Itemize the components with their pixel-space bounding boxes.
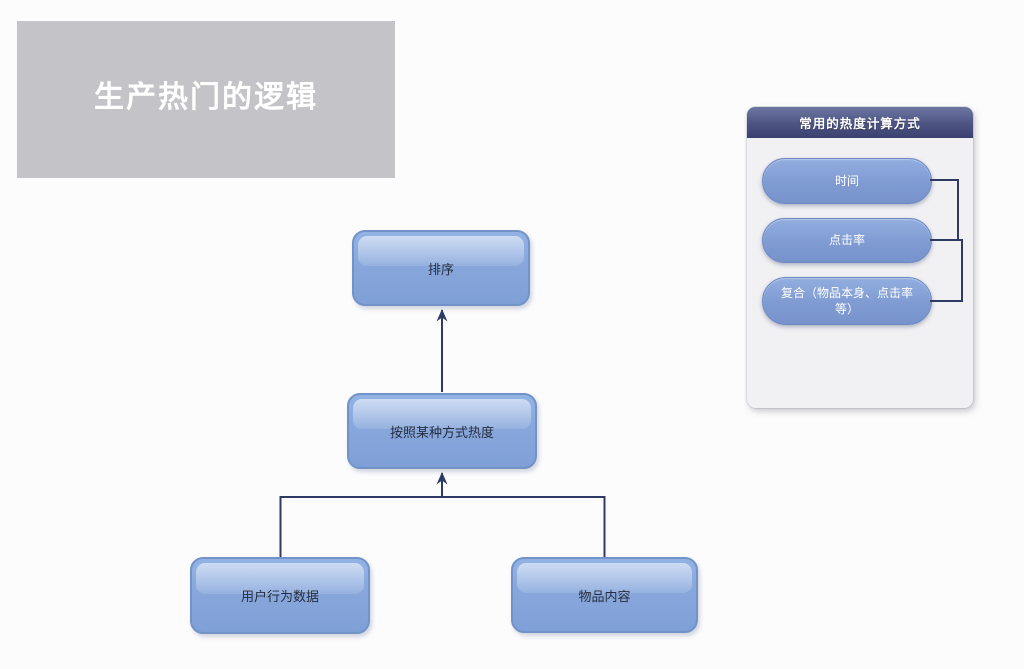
flow-node-user-behavior-data: 用户行为数据 (190, 557, 370, 634)
flow-node-sort: 排序 (352, 230, 530, 306)
panel-item-label: 点击率 (828, 233, 865, 248)
flow-node-item-content: 物品内容 (511, 557, 698, 633)
panel-item-click-rate: 点击率 (762, 218, 932, 263)
panel-item-time: 时间 (762, 158, 932, 204)
flow-node-label: 用户行为数据 (240, 589, 319, 604)
flow-node-label: 排序 (427, 261, 454, 277)
panel-header: 常用的热度计算方式 (747, 107, 973, 138)
flow-node-label: 物品内容 (578, 588, 631, 604)
panel-item-label: 复合（物品本身、点击率等） (780, 285, 913, 316)
flow-node-heat-method: 按照某种方式热度 (347, 393, 537, 469)
panel-item-composite: 复合（物品本身、点击率等） (762, 277, 932, 325)
flow-node-label: 按照某种方式热度 (389, 424, 494, 440)
heat-methods-panel: 常用的热度计算方式 时间 点击率 复合（物品本身、点击率等） (747, 107, 973, 408)
slide-title-box: 生产热门的逻辑 (17, 21, 395, 178)
slide-title: 生产热门的逻辑 (94, 80, 318, 114)
panel-title: 常用的热度计算方式 (799, 117, 921, 131)
panel-item-label: 时间 (834, 173, 859, 188)
edge-bottom-merge (279, 496, 606, 557)
